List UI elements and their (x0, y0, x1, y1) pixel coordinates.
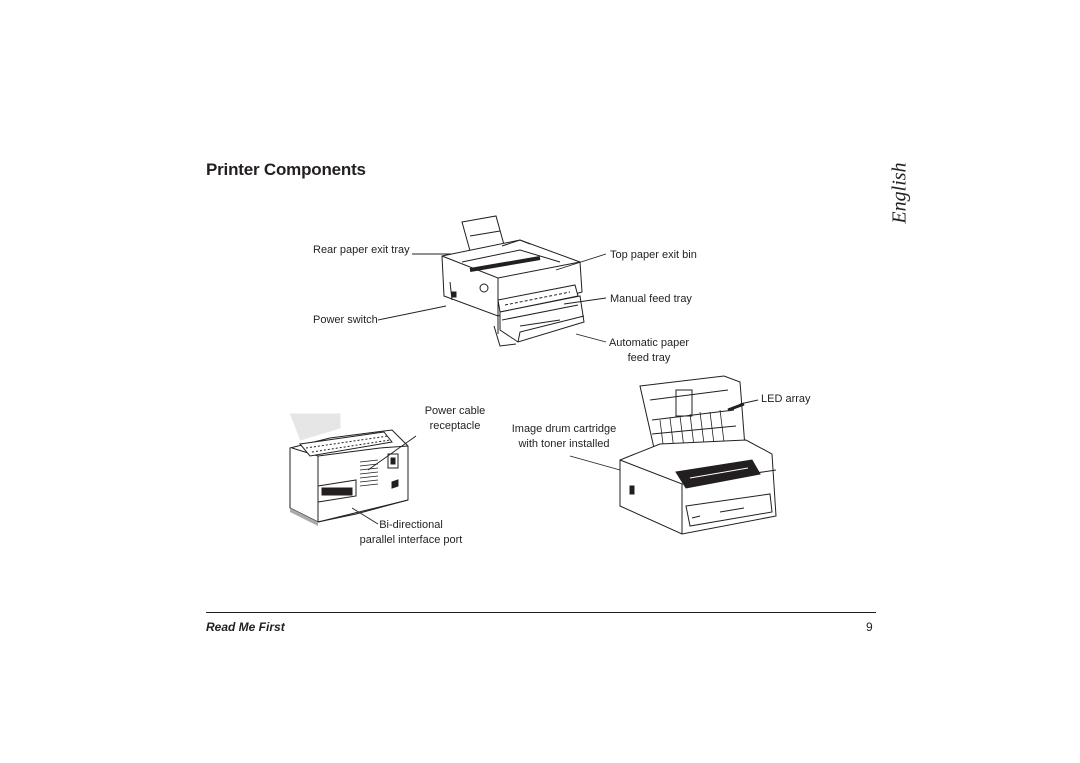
label-manual-feed-tray: Manual feed tray (610, 293, 692, 305)
printer-open-illustration (619, 375, 777, 535)
label-top-paper-exit-bin: Top paper exit bin (610, 249, 697, 261)
label-power-switch: Power switch (313, 314, 378, 326)
footer-rule (206, 612, 876, 613)
label-power-cable-receptacle: Power cable receptacle (424, 405, 486, 432)
footer-title: Read Me First (206, 620, 285, 634)
callout-leaders (351, 253, 759, 525)
label-automatic-paper-feed-tray: Automatic paper feed tray (608, 337, 690, 364)
page-title: Printer Components (206, 160, 366, 179)
printer-front-illustration (441, 215, 585, 347)
label-parallel-interface-port: Bi-directional parallel interface port (359, 519, 463, 546)
page-number: 9 (866, 620, 873, 634)
label-image-drum-cartridge: Image drum cartridge with toner installe… (511, 423, 617, 450)
label-rear-paper-exit-tray: Rear paper exit tray (313, 244, 410, 256)
printer-rear-illustration (289, 413, 409, 526)
label-led-array: LED array (761, 393, 811, 405)
